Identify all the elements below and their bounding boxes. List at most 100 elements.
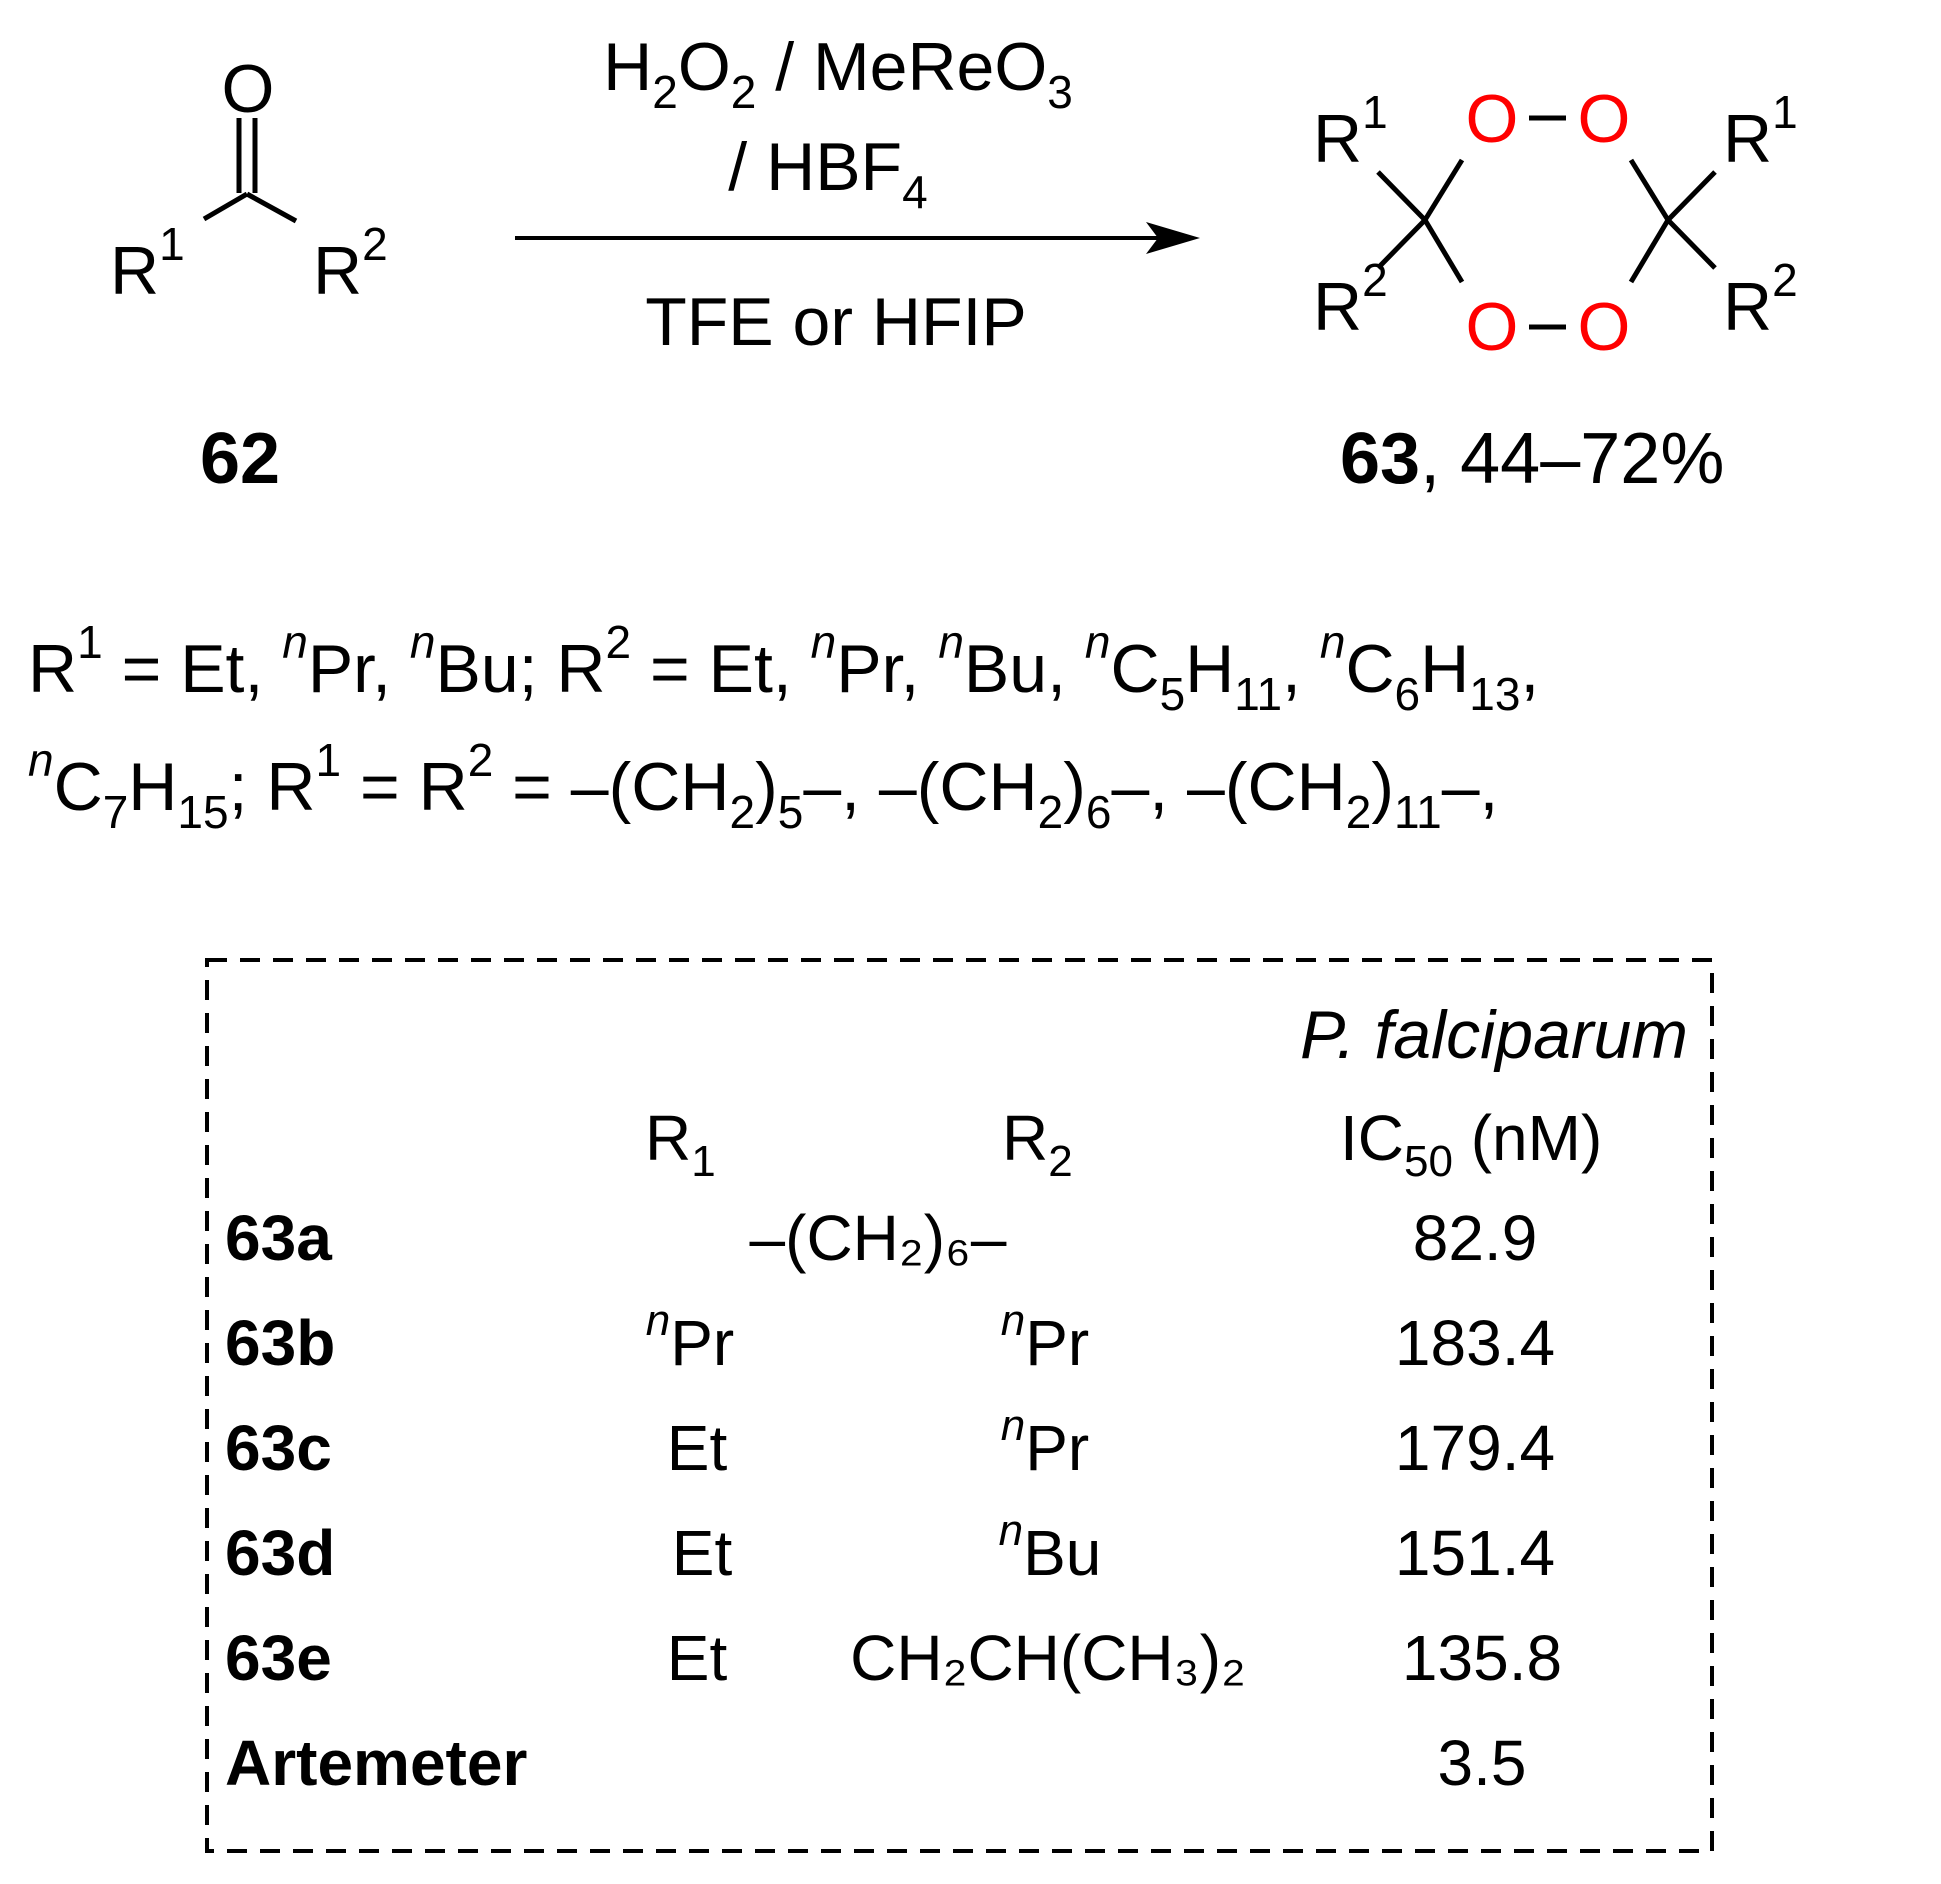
subscript: 15 xyxy=(177,786,228,838)
superscript: n xyxy=(28,734,54,786)
table-row: 63b nPr nPr 183.4 xyxy=(225,1296,1555,1379)
table-header-organism: P. falciparum xyxy=(1300,997,1688,1073)
reactant-ketone: O R1 R2 62 xyxy=(110,51,388,499)
row-r2: nBu xyxy=(999,1506,1102,1589)
subscript: 6 xyxy=(1086,786,1112,838)
text-run: ; R xyxy=(229,749,316,825)
row-id: 63c xyxy=(225,1412,332,1484)
superscript: n xyxy=(1085,616,1111,668)
superscript: n xyxy=(1320,616,1346,668)
row-ic50: 3.5 xyxy=(1438,1727,1527,1799)
subscript: 11 xyxy=(1234,668,1282,720)
row-id: 63e xyxy=(225,1622,332,1694)
activity-table: P. falciparum R1 R2 IC50 (nM) 63a –(CH₂)… xyxy=(205,958,1714,1853)
superscript: n xyxy=(938,616,964,668)
text-run: C xyxy=(54,749,103,825)
text-run: , xyxy=(1520,631,1539,707)
row-ic50: 183.4 xyxy=(1395,1307,1555,1379)
row-r1: Et xyxy=(667,1622,728,1694)
superscript: 1 xyxy=(315,734,341,786)
subscript: 13 xyxy=(1469,668,1520,720)
text-run: = –(CH xyxy=(493,749,729,825)
peroxide-oxygen-tl: O xyxy=(1466,81,1519,157)
table-row: Artemeter 3.5 xyxy=(225,1727,1526,1799)
text-run: = Et, xyxy=(103,631,283,707)
reactant-r2: R2 xyxy=(313,218,388,309)
product-r2-left: R2 xyxy=(1313,254,1388,345)
row-ic50: 82.9 xyxy=(1413,1202,1538,1274)
subscript: 5 xyxy=(778,786,804,838)
row-ic50: 135.8 xyxy=(1402,1622,1562,1694)
text-run: –, –(CH xyxy=(803,749,1037,825)
row-r2: nPr xyxy=(1001,1296,1089,1379)
text-run: –, xyxy=(1442,749,1499,825)
table-header-ic50: IC50 (nM) xyxy=(1340,1102,1602,1186)
superscript: 2 xyxy=(606,616,632,668)
row-r1: Et xyxy=(672,1517,733,1589)
condition-solvent: TFE or HFIP xyxy=(645,284,1027,360)
row-r1: Et xyxy=(667,1412,728,1484)
text-run: ) xyxy=(1063,749,1086,825)
text-run: Bu; R xyxy=(435,631,605,707)
text-run: = Et, xyxy=(631,631,811,707)
row-id: Artemeter xyxy=(225,1727,527,1799)
reactant-r1: R1 xyxy=(110,218,185,309)
text-run: ) xyxy=(1371,749,1394,825)
compound-label-63: 63, 44–72% xyxy=(1340,419,1724,499)
subscript: 7 xyxy=(103,786,129,838)
row-r2: CH₂CH(CH₃)₂ xyxy=(850,1622,1246,1694)
reaction-arrow xyxy=(515,222,1200,254)
substituent-line-1: R1 = Et, nPr, nBu; R2 = Et, nPr, nBu, nC… xyxy=(28,616,1539,720)
table-row: 63e Et CH₂CH(CH₃)₂ 135.8 xyxy=(225,1622,1562,1694)
product-r1-right: R1 xyxy=(1723,86,1798,177)
peroxide-oxygen-br: O xyxy=(1578,289,1631,365)
product-r1-left: R1 xyxy=(1313,86,1388,177)
text-run: C xyxy=(1110,631,1159,707)
row-id: 63b xyxy=(225,1307,335,1379)
subscript: 6 xyxy=(1395,668,1421,720)
product-tetraoxane: O O O O R1 R2 R1 R2 63, 44–72% xyxy=(1313,81,1798,499)
text-run: R xyxy=(28,631,77,707)
table-row: 63a –(CH₂)₆– 82.9 xyxy=(225,1202,1537,1274)
row-ic50: 179.4 xyxy=(1395,1412,1555,1484)
subscript: 2 xyxy=(729,786,755,838)
peroxide-oxygen-tr: O xyxy=(1578,81,1631,157)
text-run: Pr, xyxy=(836,631,938,707)
subscript: 2 xyxy=(1038,786,1064,838)
text-run: , xyxy=(1282,631,1320,707)
text-run: Bu, xyxy=(964,631,1085,707)
compound-label-62: 62 xyxy=(200,419,280,499)
subscript: 2 xyxy=(1346,786,1372,838)
text-run: –, –(CH xyxy=(1111,749,1345,825)
peroxide-oxygen-bl: O xyxy=(1466,289,1519,365)
table-header-r2: R2 xyxy=(1002,1102,1073,1186)
table-header-r1: R1 xyxy=(645,1102,716,1186)
table-row: 63d Et nBu 151.4 xyxy=(225,1506,1555,1589)
row-ic50: 151.4 xyxy=(1395,1517,1555,1589)
superscript: n xyxy=(811,616,837,668)
superscript: 1 xyxy=(77,616,103,668)
row-id: 63d xyxy=(225,1517,335,1589)
text-run: Pr, xyxy=(308,631,410,707)
carbonyl-oxygen: O xyxy=(222,51,275,127)
text-run: H xyxy=(1420,631,1469,707)
superscript: n xyxy=(410,616,436,668)
text-run: ) xyxy=(755,749,778,825)
product-r2-right: R2 xyxy=(1723,254,1798,345)
row-r1-r2-span: –(CH₂)₆– xyxy=(750,1202,1007,1274)
subscript: 5 xyxy=(1160,668,1186,720)
text-run: H xyxy=(128,749,177,825)
condition-reagents-line2: / HBF4 xyxy=(728,129,927,218)
superscript: 2 xyxy=(468,734,494,786)
text-run: = R xyxy=(341,749,468,825)
substituent-line-2: nC7H15; R1 = R2 = –(CH2)5–, –(CH2)6–, –(… xyxy=(28,734,1498,838)
row-id: 63a xyxy=(225,1202,332,1274)
text-run: C xyxy=(1345,631,1394,707)
superscript: n xyxy=(282,616,308,668)
table-row: 63c Et nPr 179.4 xyxy=(225,1401,1555,1484)
condition-reagents-line1: H2O2 / MeReO3 xyxy=(603,29,1073,118)
text-run: H xyxy=(1185,631,1234,707)
row-r1: nPr xyxy=(646,1296,734,1379)
subscript: 11 xyxy=(1394,786,1442,838)
